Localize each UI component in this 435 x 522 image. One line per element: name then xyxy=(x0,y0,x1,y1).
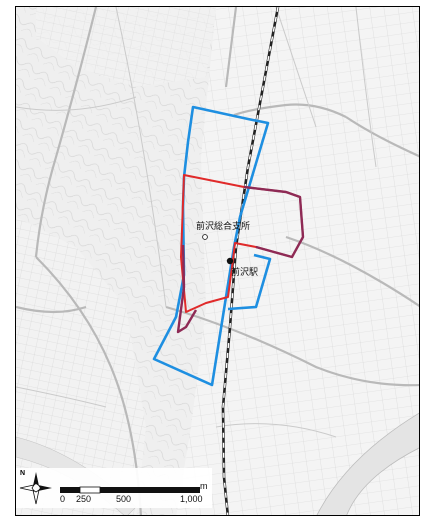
urban-area-west xyxy=(16,217,146,515)
railway xyxy=(221,7,280,515)
map-canvas xyxy=(16,7,419,515)
scale-tick-500: 500 xyxy=(116,494,132,504)
purple-boundary xyxy=(243,185,305,259)
minor-roads xyxy=(16,7,377,438)
station-marker xyxy=(226,257,234,265)
urban-area-east xyxy=(176,7,419,515)
scale-tick-0: 0 xyxy=(60,494,66,504)
map-frame: 前沢総合支所 前沢駅 xyxy=(15,6,420,516)
scale-panel: N m 0 250 500 1,000 xyxy=(16,468,212,508)
station-label: 前沢駅 xyxy=(231,268,259,278)
scale-bar xyxy=(60,486,200,494)
scale-unit: m xyxy=(200,481,208,491)
river xyxy=(316,412,419,515)
north-letter: N xyxy=(20,470,26,477)
scale-tick-250: 250 xyxy=(76,494,92,504)
scale-tick-1000: 1,000 xyxy=(180,494,203,504)
blue-boundary-east-spur xyxy=(227,253,272,311)
facility-label: 前沢総合支所 xyxy=(196,222,251,232)
major-roads xyxy=(16,7,419,515)
facility-marker xyxy=(202,234,208,240)
purple-boundary-west xyxy=(176,244,198,334)
north-arrow-icon xyxy=(19,472,52,505)
